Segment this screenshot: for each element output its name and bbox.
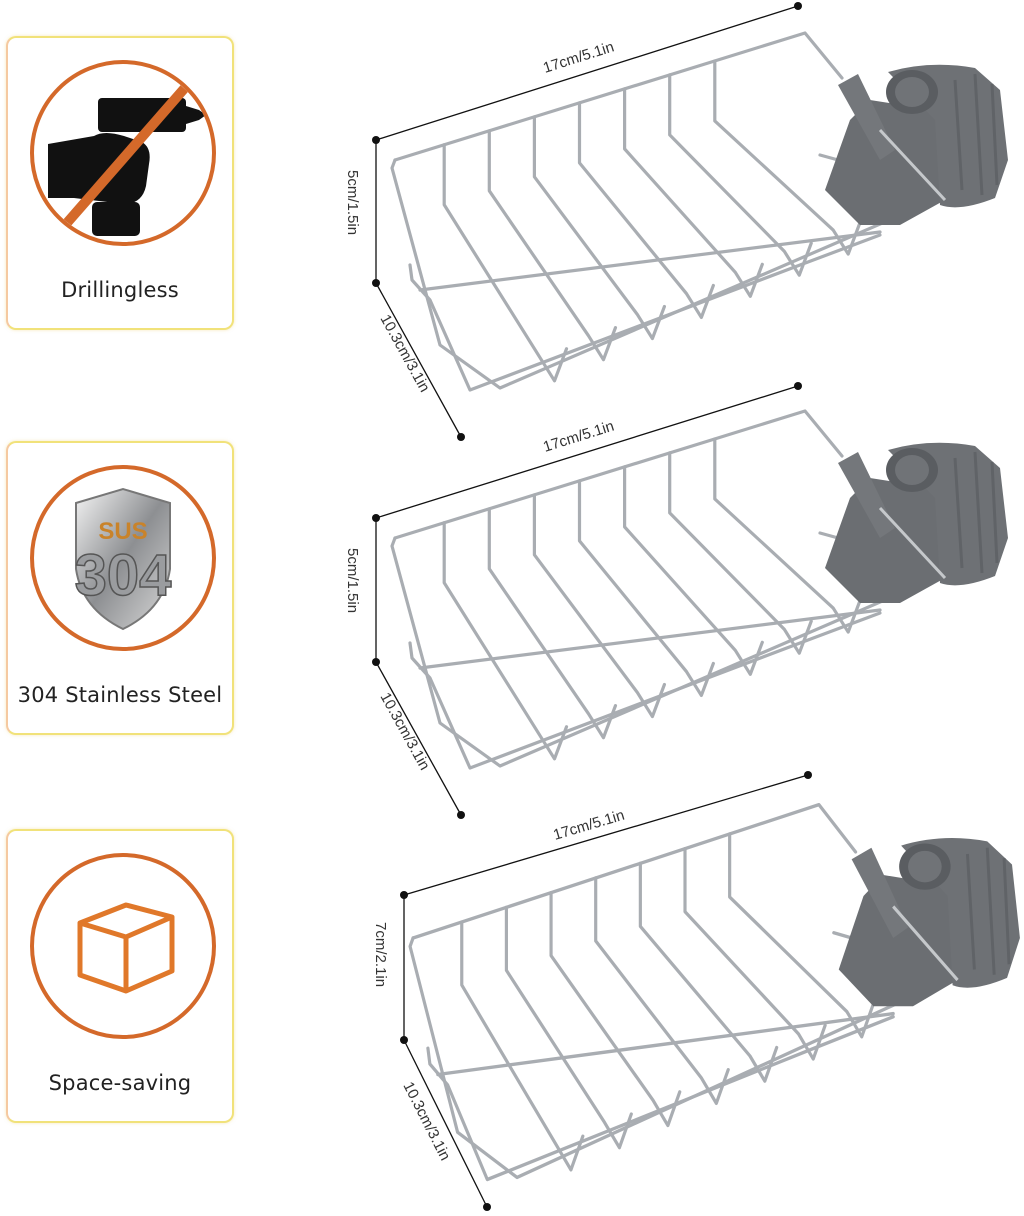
height-label: 7cm/2.1in [372,922,389,987]
feature-label: Drillingless [61,278,179,302]
feature-card-stainless-steel: SUS 304 304 Stainless Steel [6,441,234,735]
rack-2: 17cm/5.1in 5cm/1.5in 10.3cm/3.1in [344,382,1010,819]
feature-label: 304 Stainless Steel [17,683,223,707]
rack-1: 17cm/5.1in 5cm/1.5in 10.3cm/3.1in [344,2,1010,441]
badge-bottom-text: 304 [75,543,172,608]
dimension-lines [375,5,799,438]
width-label: 10.3cm/3.1in [399,1079,453,1163]
rack-3: 17cm/5.1in 7cm/2.1in 10.3cm/3.1in [372,771,1022,1211]
sus304-shield-icon: SUS 304 [30,465,216,651]
width-label: 10.3cm/3.1in [377,690,434,773]
no-drill-icon [30,60,216,246]
width-label: 10.3cm/3.1in [377,312,434,395]
length-label: 17cm/5.1in [541,418,616,456]
height-label: 5cm/1.5in [344,170,361,235]
feature-label: Space-saving [48,1071,192,1095]
feature-card-space-saving: Space-saving [6,829,234,1123]
length-label: 17cm/5.1in [551,807,626,844]
cube-icon [30,853,216,1039]
height-label: 5cm/1.5in [344,548,361,613]
badge-top-text: SUS [98,518,147,545]
feature-card-drillingless: Drillingless [6,36,234,330]
length-label: 17cm/5.1in [541,38,616,76]
